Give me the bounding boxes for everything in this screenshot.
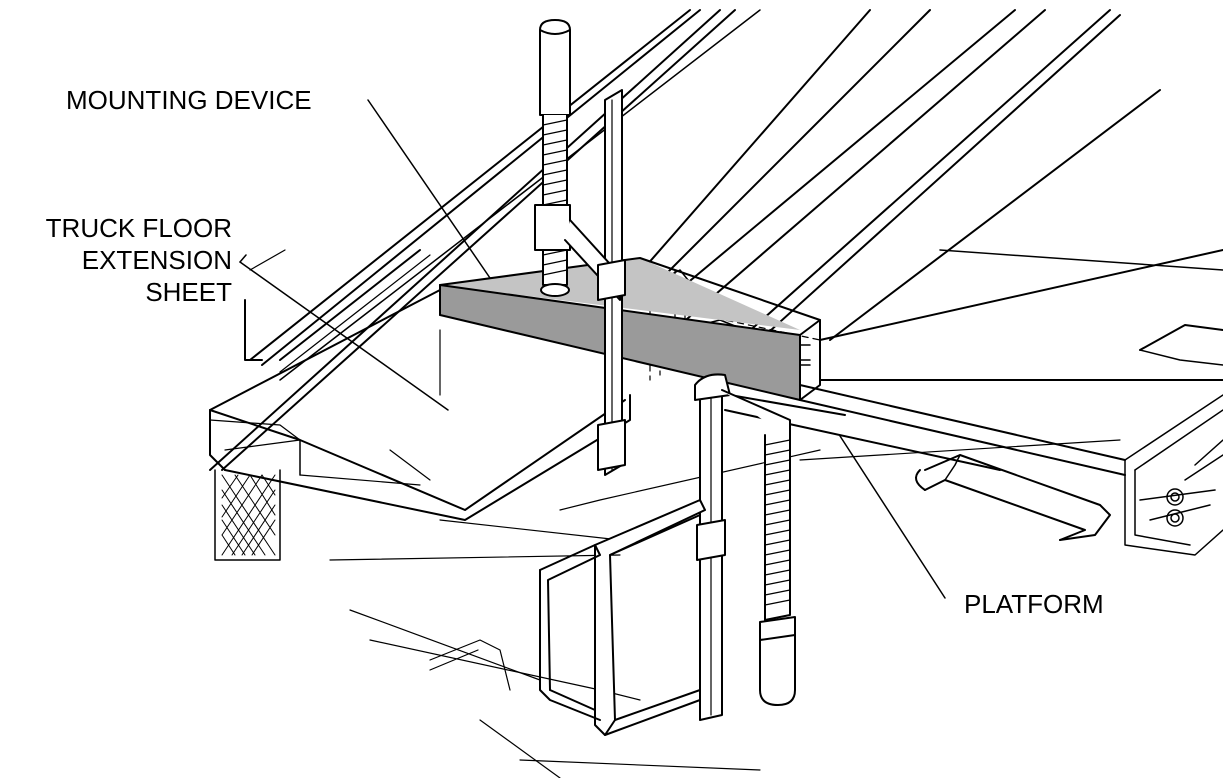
lower-clamp-bar <box>694 373 791 721</box>
mounting-device-block <box>439 257 821 401</box>
label-mounting-device: MOUNTING DEVICE <box>66 85 312 115</box>
c-channel-support <box>539 499 706 736</box>
label-platform: PLATFORM <box>964 589 1104 619</box>
label-line-3: SHEET <box>145 277 232 307</box>
label-truck-floor-extension-sheet: TRUCK FLOOR EXTENSION SHEET <box>10 212 232 308</box>
leader-mounting-device <box>367 99 491 279</box>
upper-clamp-screw <box>539 19 571 297</box>
mesh-grate <box>214 469 281 561</box>
leader-truck-floor <box>239 261 449 411</box>
platform-end-profile <box>1124 394 1223 556</box>
truck-floor-rails <box>209 9 761 471</box>
leader-platform <box>839 435 946 599</box>
lower-clamp-screw <box>759 429 796 706</box>
platform-deck <box>619 9 1223 476</box>
leader-lines <box>239 99 946 599</box>
upper-clamp-bar <box>534 89 626 476</box>
platform-handle <box>915 454 1111 541</box>
label-line-2: EXTENSION <box>81 245 232 275</box>
label-line-1: TRUCK FLOOR <box>45 213 232 243</box>
